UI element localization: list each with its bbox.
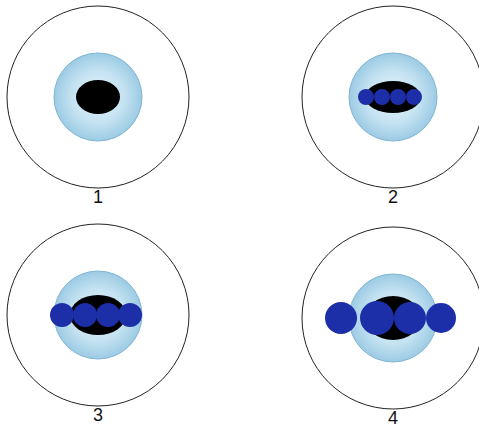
callout-number: 2 [388, 188, 398, 206]
callout-number: 1 [93, 188, 103, 206]
panel-4 [302, 227, 479, 409]
callout-number: 4 [388, 409, 398, 427]
panel-2 [302, 6, 479, 188]
panel-1 [7, 6, 189, 188]
panel-3 [7, 224, 189, 406]
callout-number: 3 [93, 406, 103, 424]
